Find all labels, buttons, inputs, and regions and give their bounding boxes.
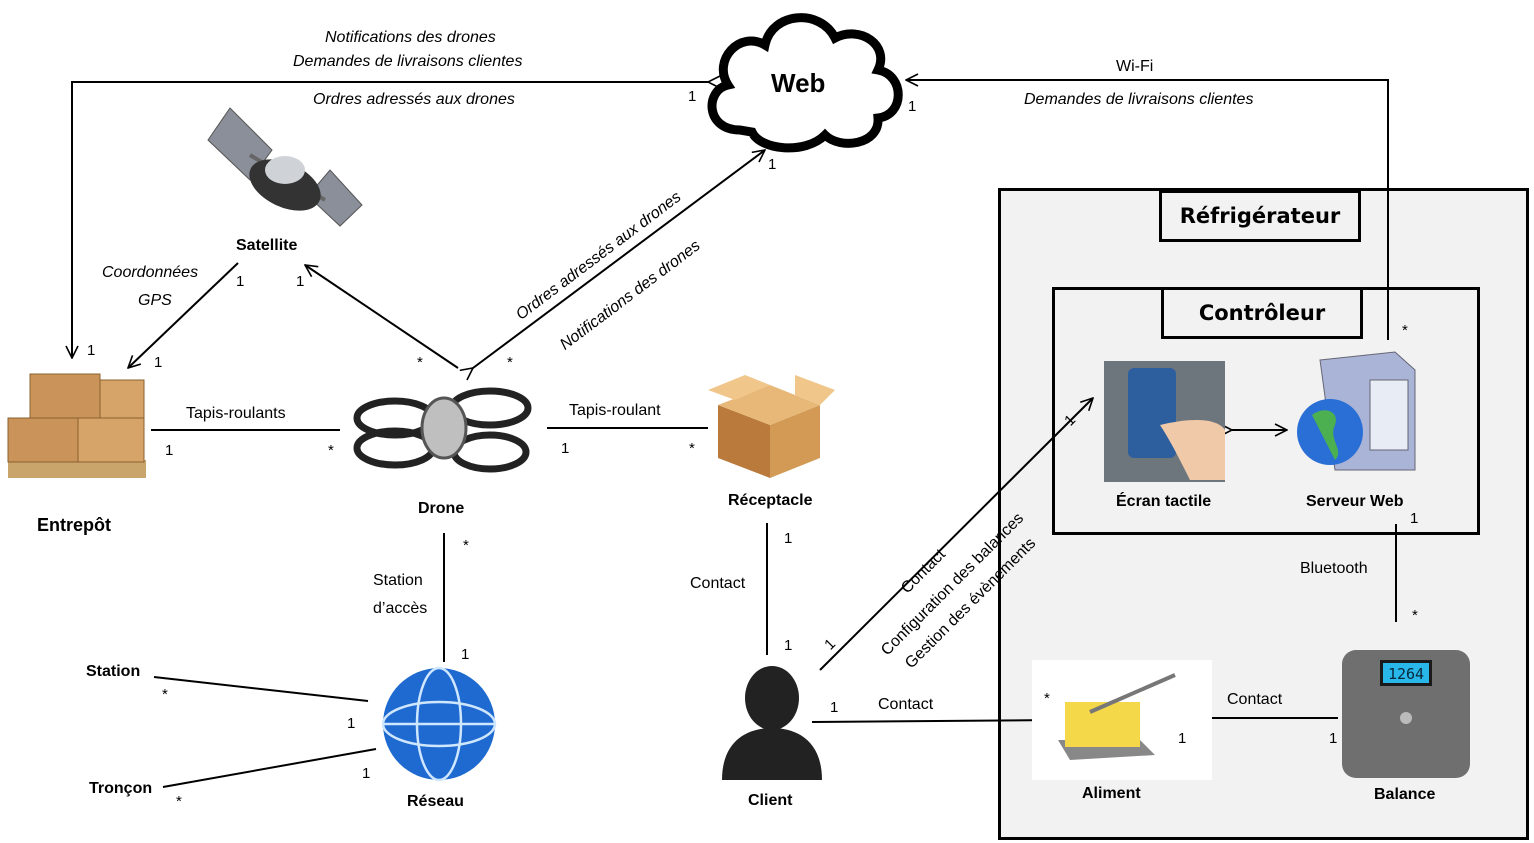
multiplicity: 1 [784, 530, 793, 547]
node-troncon-label: Tronçon [89, 780, 153, 797]
multiplicity: 1 [1178, 730, 1187, 747]
multiplicity: 1 [362, 765, 371, 782]
web-server-icon [1297, 351, 1416, 471]
edge-label: Tapis-roulant [569, 402, 661, 419]
multiplicity: 1 [908, 98, 917, 115]
multiplicity: * [328, 442, 334, 459]
multiplicity: * [463, 537, 469, 554]
network-globe-icon [381, 666, 497, 782]
butter-icon [1032, 660, 1212, 780]
edge-label: Demandes de livraisons clientes [293, 53, 523, 70]
multiplicity: * [176, 793, 182, 810]
controleur-title: Contrôleur [1161, 287, 1363, 339]
multiplicity: * [162, 686, 168, 703]
multiplicity: 1 [1410, 510, 1419, 527]
multiplicity: 1 [561, 440, 570, 457]
scale-icon: 1264 [1342, 650, 1470, 778]
multiplicity: 1 [347, 715, 356, 732]
multiplicity: * [1412, 607, 1418, 624]
edge-troncon-reseau [162, 748, 377, 788]
edge-label: Ordres adressés aux drones [313, 91, 515, 108]
edge-label: Notifications des drones [325, 29, 496, 46]
warehouse-boxes-icon [7, 373, 146, 478]
multiplicity: 1 [236, 273, 245, 290]
edge-label: d’accès [373, 600, 428, 617]
edge-label: Station [373, 572, 423, 589]
touch-screen-icon [1104, 361, 1225, 482]
edge-serveur-web [906, 80, 1389, 340]
node-serveur-label: Serveur Web [1306, 493, 1404, 510]
node-ecran-label: Écran tactile [1116, 493, 1212, 510]
multiplicity: 1 [87, 342, 96, 359]
scale-display-text: 1264 [1388, 665, 1424, 683]
node-entrepot-label: Entrepôt [37, 515, 111, 535]
multiplicity: * [689, 440, 695, 457]
multiplicity: 1 [296, 273, 305, 290]
edge-web-entrepot [72, 82, 708, 358]
node-web-label: Web [771, 68, 826, 98]
node-reseau-label: Réseau [407, 793, 464, 810]
drone-icon [353, 387, 532, 473]
edge-label: Contact [690, 575, 746, 592]
cloud-icon [707, 13, 903, 153]
multiplicity: 1 [768, 156, 777, 173]
edge-label: Contact [878, 696, 934, 713]
edge-drone-web [473, 150, 765, 368]
multiplicity: 1 [461, 646, 470, 663]
package-box-icon [708, 375, 835, 478]
edge-label: GPS [138, 292, 172, 309]
person-silhouette-icon [722, 666, 822, 780]
edge-label: Wi-Fi [1116, 58, 1154, 75]
edge-client-ecran [819, 398, 1093, 671]
multiplicity: 1 [1329, 730, 1338, 747]
multiplicity: 1 [688, 88, 697, 105]
multiplicity: * [507, 354, 513, 371]
node-balance-label: Balance [1374, 786, 1436, 803]
edge-label: Bluetooth [1300, 560, 1368, 577]
edge-drone-satellite [305, 265, 459, 369]
node-aliment-label: Aliment [1082, 785, 1141, 802]
multiplicity: * [1044, 690, 1050, 707]
node-client-label: Client [748, 792, 793, 809]
edge-label: Coordonnées [102, 264, 199, 281]
multiplicity: * [417, 354, 423, 371]
multiplicity: 1 [154, 354, 163, 371]
edge-satellite-entrepot [128, 262, 239, 368]
edge-label: Tapis-roulants [186, 405, 286, 422]
node-satellite-label: Satellite [236, 237, 298, 254]
edge-label: Contact [1227, 691, 1283, 708]
node-drone-label: Drone [418, 500, 465, 517]
satellite-icon [207, 107, 363, 227]
multiplicity: 1 [784, 637, 793, 654]
edge-station-reseau [153, 676, 369, 702]
edge-label: Demandes de livraisons clientes [1024, 91, 1254, 108]
multiplicity: * [1402, 322, 1408, 339]
multiplicity: 1 [165, 442, 174, 459]
node-station-label: Station [86, 663, 141, 680]
multiplicity: 1 [830, 699, 839, 716]
refrigerateur-title: Réfrigérateur [1159, 190, 1361, 242]
node-receptacle-label: Réceptacle [728, 492, 813, 509]
edge-client-aliment [811, 720, 1056, 722]
